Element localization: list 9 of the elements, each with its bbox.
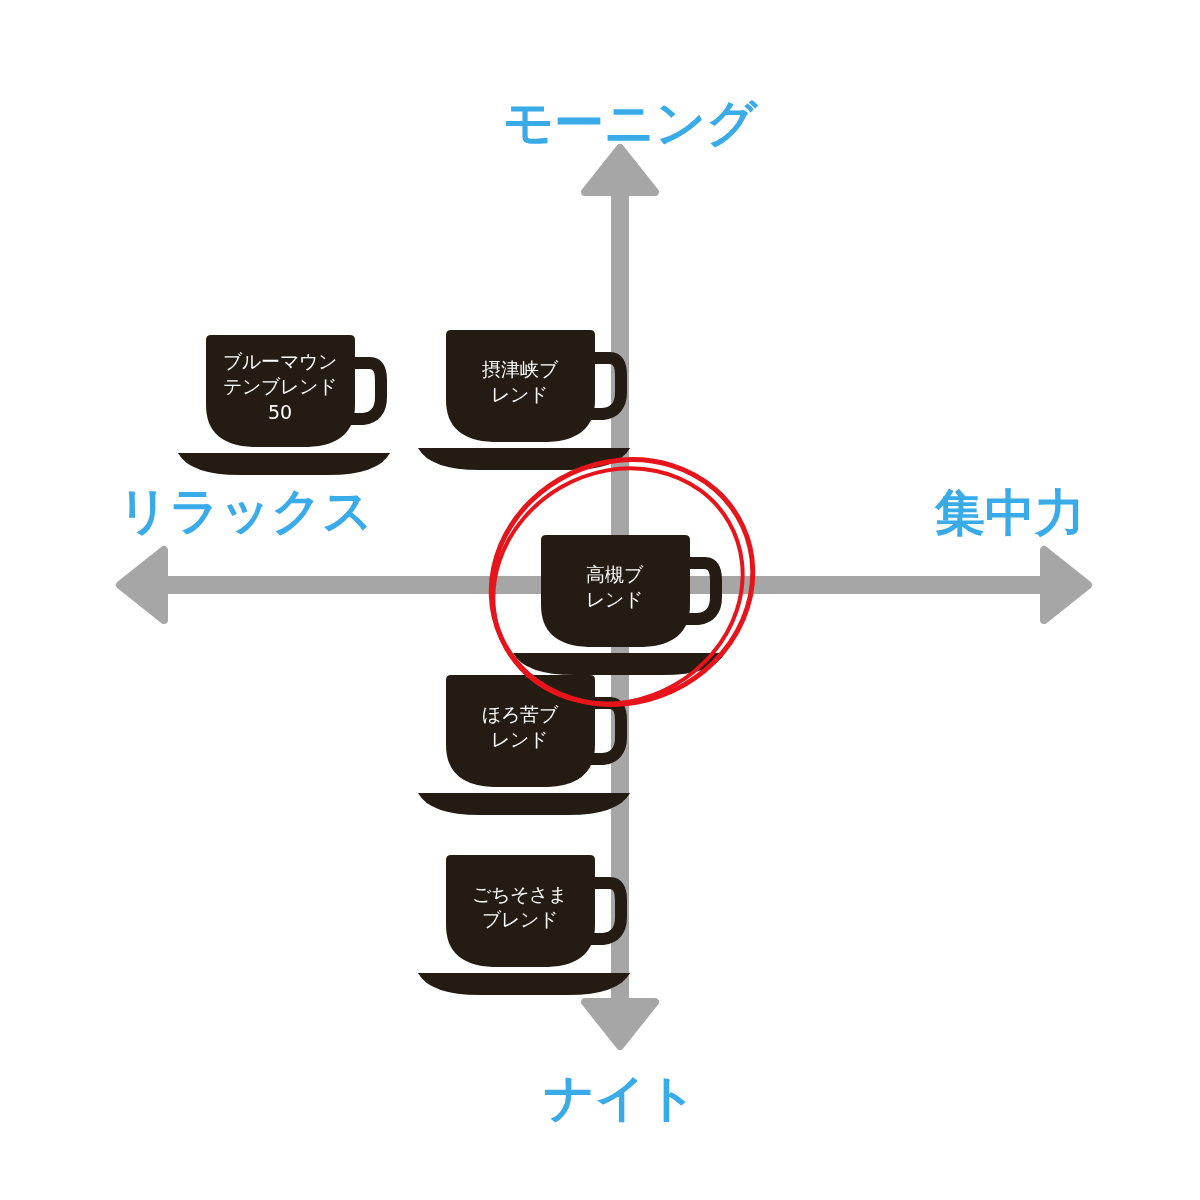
blend-name: ブルーマウンテンブレンド50 (222, 348, 338, 425)
axis-label: モーニング (503, 93, 757, 154)
axis-label: リラックス (117, 481, 373, 542)
blend-name: ほろ苦ブレンド (481, 701, 559, 753)
blend-name: 高槻ブレンド (585, 561, 645, 613)
axis-label: ナイト (543, 1068, 697, 1129)
blend-name: ごちそさまブレンド (471, 881, 569, 933)
axis-label: 集中力 (935, 483, 1085, 544)
blend-name: 摂津峡ブレンド (481, 356, 559, 408)
